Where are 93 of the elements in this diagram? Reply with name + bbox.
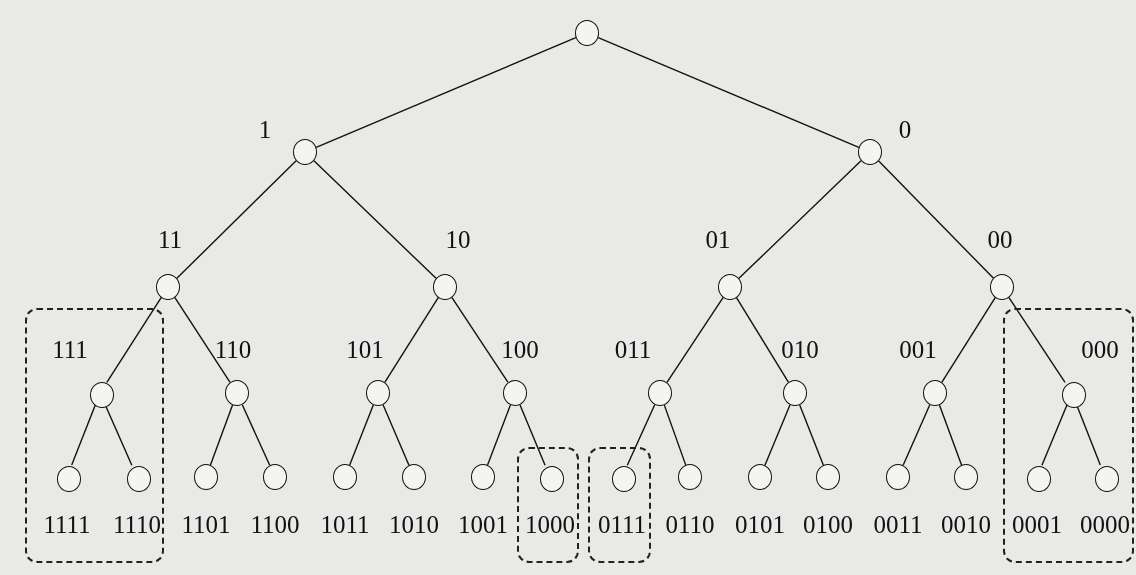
bit-string-label: 1000 <box>525 511 575 539</box>
tree-branch-line <box>451 296 509 384</box>
bit-string-label: 10 <box>445 226 471 254</box>
bit-string-label: 1100 <box>250 511 300 539</box>
tree-branch-line <box>486 404 512 466</box>
bit-string-label: 00 <box>987 226 1013 254</box>
bit-string-label: 1 <box>258 116 272 144</box>
bit-string-label: 1111 <box>43 511 91 539</box>
tree-node-circle <box>748 464 772 490</box>
bit-string-label: 0110 <box>665 511 715 539</box>
tree-node-circle <box>816 464 840 490</box>
bit-string-label: 0000 <box>1080 511 1130 539</box>
tree-node-circle <box>471 464 495 490</box>
tree-node-circle <box>990 274 1014 300</box>
tree-node-circle <box>540 466 564 492</box>
tree-branch-line <box>878 160 994 279</box>
tree-node-circle <box>293 139 317 165</box>
tree-node-circle <box>90 382 114 408</box>
dashed-group-frame <box>517 447 579 563</box>
tree-branch-line <box>799 404 824 466</box>
tree-node-circle <box>1062 382 1086 408</box>
tree-node-circle <box>366 380 390 406</box>
bit-string-label: 111 <box>52 336 88 364</box>
tree-branch-line <box>735 297 790 383</box>
tree-node-circle <box>1027 466 1051 492</box>
tree-branch-line <box>666 296 724 384</box>
tree-node-circle <box>923 380 947 406</box>
tree-branch-line <box>597 37 860 148</box>
dashed-group-frame <box>1003 308 1134 563</box>
tree-node-circle <box>858 139 882 165</box>
tree-node-circle <box>503 380 527 406</box>
tree-node-circle <box>333 464 357 490</box>
tree-node-circle <box>194 464 218 490</box>
tree-node-circle <box>886 464 910 490</box>
tree-branch-line <box>349 404 374 466</box>
bit-string-label: 1011 <box>320 511 370 539</box>
tree-branch-line <box>241 403 271 467</box>
tree-node-circle <box>954 464 978 490</box>
tree-branch-line <box>902 404 931 466</box>
bit-string-label: 0010 <box>941 511 991 539</box>
bit-string-label: 0001 <box>1012 511 1062 539</box>
bit-string-label: 01 <box>705 226 731 254</box>
bit-string-label: 001 <box>899 336 937 364</box>
tree-node-circle <box>433 274 457 300</box>
dashed-group-frame <box>25 308 164 563</box>
tree-branch-line <box>519 404 546 466</box>
tree-branch-line <box>176 160 297 279</box>
tree-branch-line <box>626 403 656 467</box>
tree-node-circle <box>783 380 807 406</box>
tree-node-circle <box>225 380 249 406</box>
tree-branch-line <box>1041 404 1068 466</box>
tree-node-circle <box>402 464 426 490</box>
bit-string-label: 0101 <box>735 511 785 539</box>
bit-string-label: 1110 <box>112 511 162 539</box>
tree-branch-line <box>384 297 439 383</box>
bit-string-label: 000 <box>1081 336 1119 364</box>
tree-node-circle <box>1095 466 1119 492</box>
tree-branch-line <box>174 296 231 384</box>
tree-branch-line <box>313 159 437 280</box>
tree-node-circle <box>612 466 636 492</box>
bit-string-label: 0111 <box>597 511 647 539</box>
tree-branch-line <box>738 159 862 280</box>
bit-string-label: 010 <box>781 336 819 364</box>
tree-node-circle <box>575 20 599 46</box>
tree-branch-line <box>764 404 791 466</box>
bit-string-label: 1101 <box>181 511 231 539</box>
bit-string-label: 0100 <box>803 511 853 539</box>
tree-branch-line <box>382 404 410 466</box>
tree-branch-line <box>209 404 234 466</box>
tree-branch-line <box>938 404 963 466</box>
tree-branch-line <box>106 297 162 384</box>
bit-string-label: 011 <box>614 336 652 364</box>
tree-node-circle <box>648 380 672 406</box>
tree-branch-line <box>71 404 96 466</box>
bit-string-label: 11 <box>157 226 183 254</box>
bit-string-label: 0 <box>898 116 912 144</box>
tree-node-circle <box>156 274 180 300</box>
tree-node-circle <box>263 464 287 490</box>
tree-branch-line <box>941 297 996 383</box>
dashed-group-frame <box>588 447 651 563</box>
bit-string-label: 110 <box>214 336 252 364</box>
tree-node-circle <box>678 464 702 490</box>
tree-branch-line <box>315 37 577 148</box>
bit-string-label: 101 <box>346 336 384 364</box>
tree-node-circle <box>57 466 81 492</box>
tree-node-circle <box>718 274 742 300</box>
bit-string-label: 1010 <box>389 511 439 539</box>
bit-string-label: 100 <box>501 336 539 364</box>
bit-string-label: 1001 <box>458 511 508 539</box>
tree-branch-line <box>1008 296 1066 384</box>
bit-string-label: 0011 <box>873 511 923 539</box>
tree-branch-line <box>663 404 687 466</box>
tree-node-circle <box>127 466 151 492</box>
